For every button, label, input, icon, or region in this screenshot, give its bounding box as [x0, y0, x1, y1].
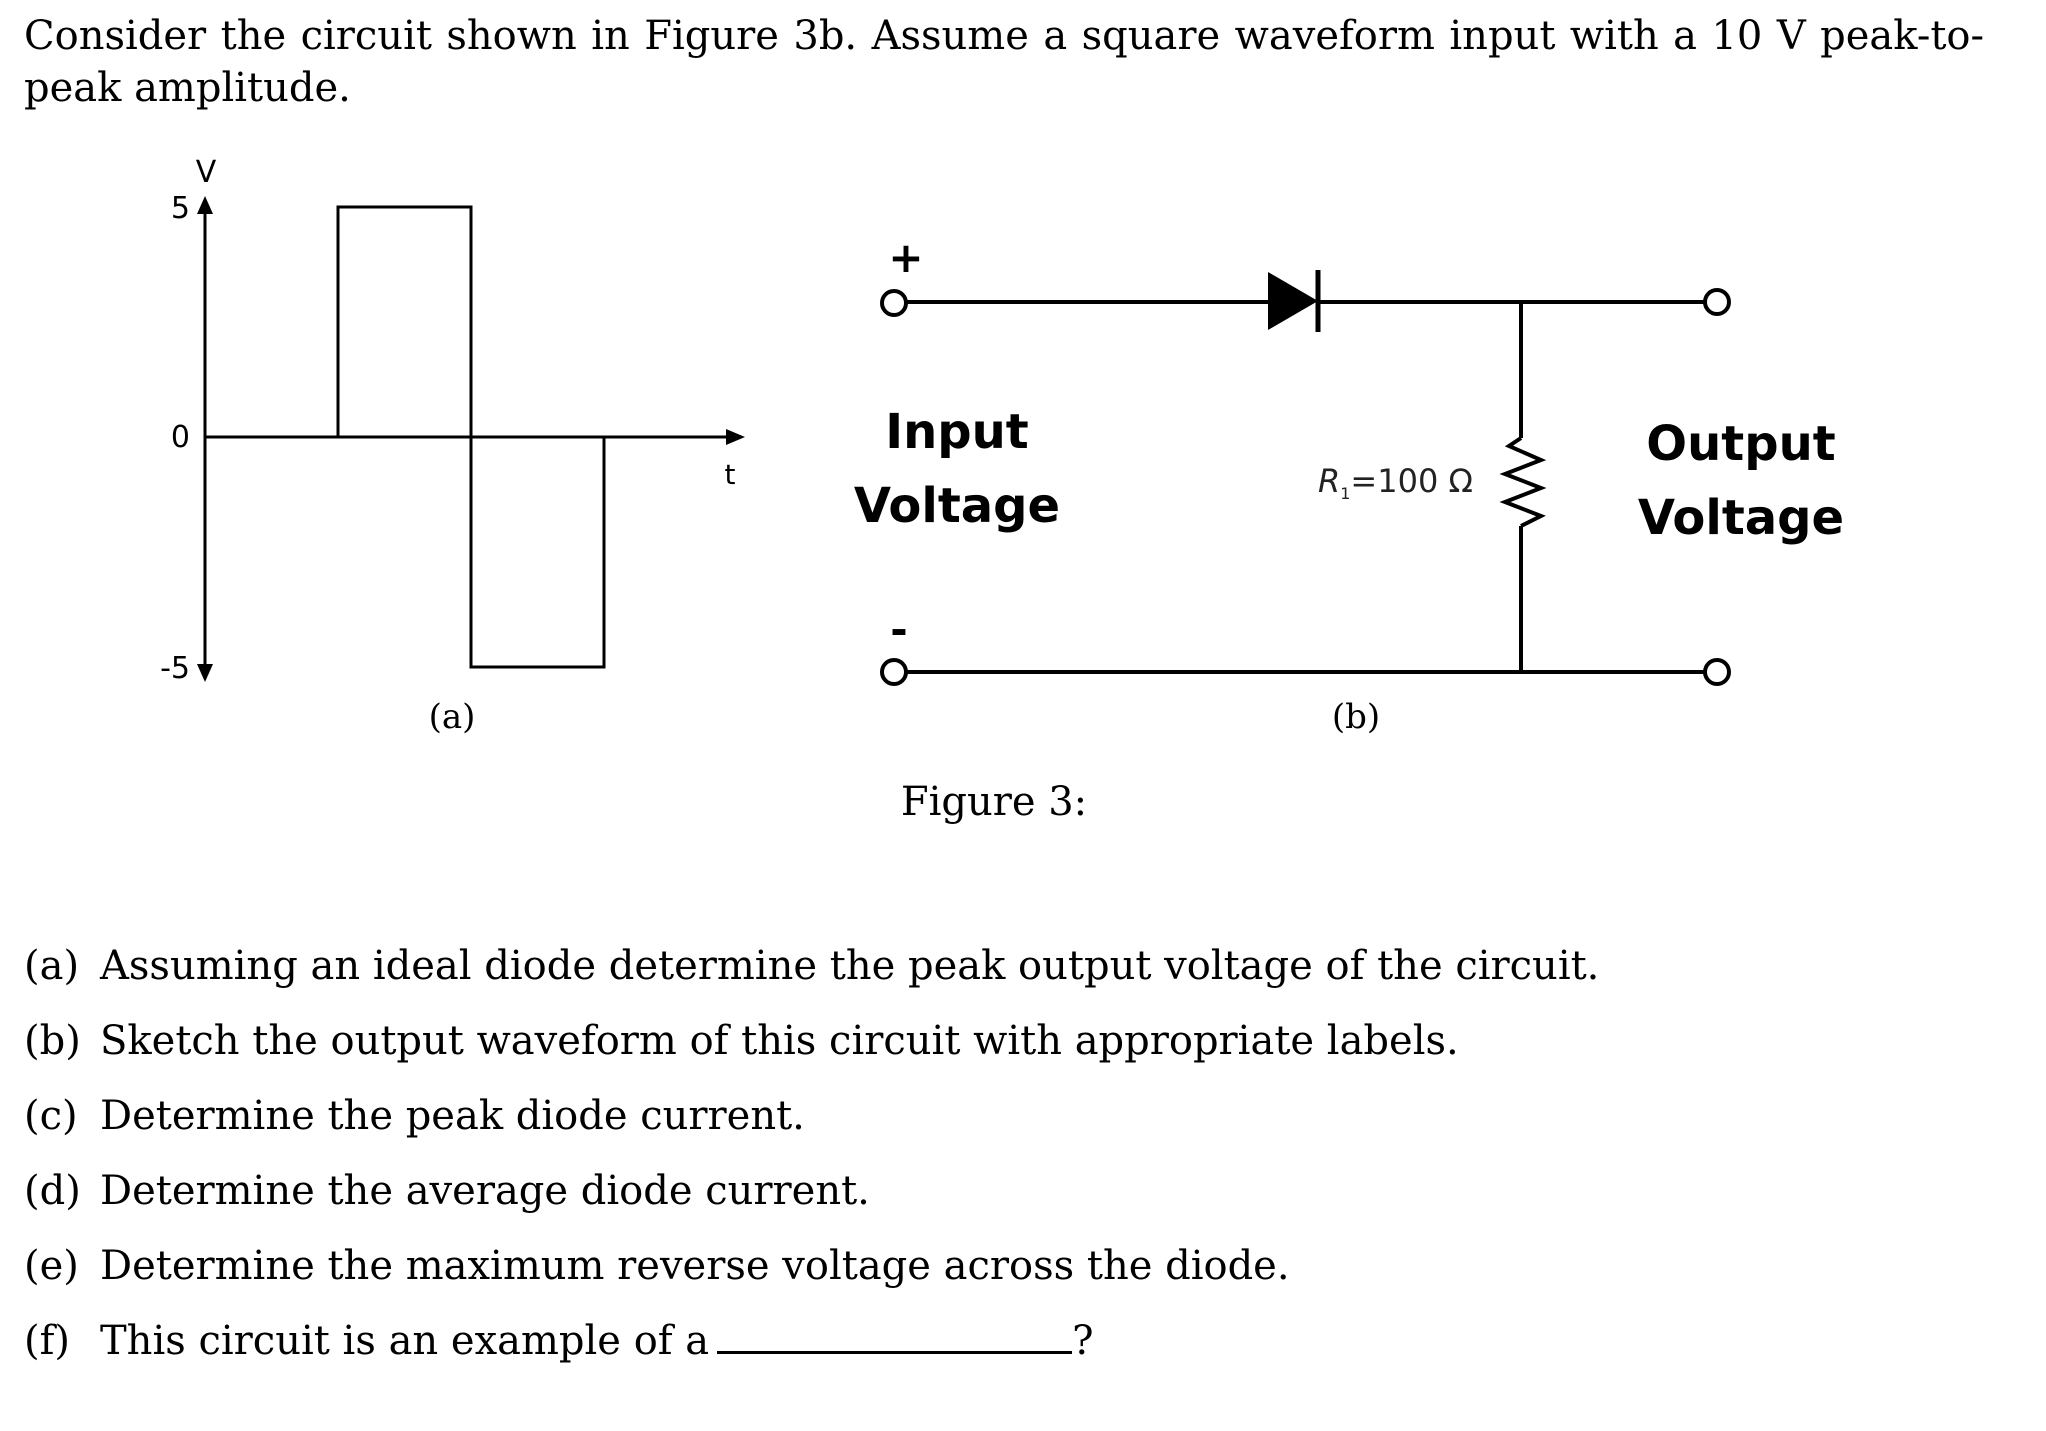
panel-b-label: (b): [1332, 697, 1380, 737]
resistor-subscript: 1: [1340, 484, 1350, 503]
x-axis-arrow: [726, 429, 745, 445]
resistor-value: =100 Ω: [1350, 462, 1473, 500]
diode-triangle: [1268, 272, 1318, 330]
question-a-label: (a): [24, 943, 80, 989]
figure-caption: Figure 3:: [901, 779, 1087, 825]
resistor-symbol: R: [1318, 462, 1340, 500]
question-c: (c) Determine the peak diode current.: [24, 1092, 805, 1140]
panel-a-waveform: V t 5 0 -5 (a): [160, 155, 745, 737]
question-f: (f) This circuit is an example of a?: [24, 1317, 1094, 1365]
y-axis-arrow-up: [197, 196, 213, 214]
resistor-label: R1=100 Ω: [1318, 462, 1473, 503]
input-terminal-minus: [880, 658, 908, 686]
output-terminal-top: [1703, 288, 1731, 316]
x-axis-label: t: [725, 458, 736, 491]
y-tick-0: 0: [171, 420, 190, 455]
question-c-text: Determine the peak diode current.: [100, 1093, 805, 1139]
question-a-text: Assuming an ideal diode determine the pe…: [100, 943, 1600, 989]
question-e-label: (e): [24, 1243, 79, 1289]
resistor-zigzag: [1499, 436, 1547, 528]
question-d: (d) Determine the average diode current.: [24, 1167, 870, 1215]
question-e-text: Determine the maximum reverse voltage ac…: [100, 1243, 1290, 1289]
panel-b-circuit: + - Input Voltage Output Voltage R1=100 …: [854, 233, 1844, 737]
input-label-line2: Voltage: [854, 478, 1060, 534]
output-label-line2: Voltage: [1638, 490, 1844, 546]
question-b-text: Sketch the output waveform of this circu…: [100, 1018, 1459, 1064]
y-tick-neg5: -5: [160, 651, 190, 686]
question-d-label: (d): [24, 1168, 81, 1214]
question-f-text: This circuit is an example of a: [100, 1318, 710, 1364]
question-e: (e) Determine the maximum reverse voltage…: [24, 1242, 1290, 1290]
square-wave-series: [205, 205, 606, 669]
y-tick-5: 5: [171, 191, 190, 226]
y-axis-label: V: [196, 155, 217, 190]
problem-intro: Consider the circuit shown in Figure 3b.…: [24, 13, 1984, 111]
minus-sign: -: [890, 605, 907, 654]
question-f-label: (f): [24, 1318, 71, 1364]
input-terminal-plus: [880, 289, 908, 317]
figure-3: V t 5 0 -5 (a) + - Input Voltage Output …: [160, 155, 1844, 825]
question-a: (a) Assuming an ideal diode determine the…: [24, 942, 1599, 990]
question-f-suffix: ?: [1072, 1318, 1094, 1364]
question-b: (b) Sketch the output waveform of this ci…: [24, 1017, 1459, 1065]
question-d-text: Determine the average diode current.: [100, 1168, 870, 1214]
output-label-line1: Output: [1646, 416, 1835, 472]
input-label-line1: Input: [885, 404, 1029, 460]
y-axis-arrow-down: [197, 664, 213, 682]
plus-sign: +: [888, 233, 923, 282]
question-b-label: (b): [24, 1018, 81, 1064]
panel-a-label: (a): [429, 697, 476, 737]
output-terminal-bottom: [1703, 658, 1731, 686]
question-c-label: (c): [24, 1093, 78, 1139]
answer-blank[interactable]: [717, 1317, 1073, 1354]
